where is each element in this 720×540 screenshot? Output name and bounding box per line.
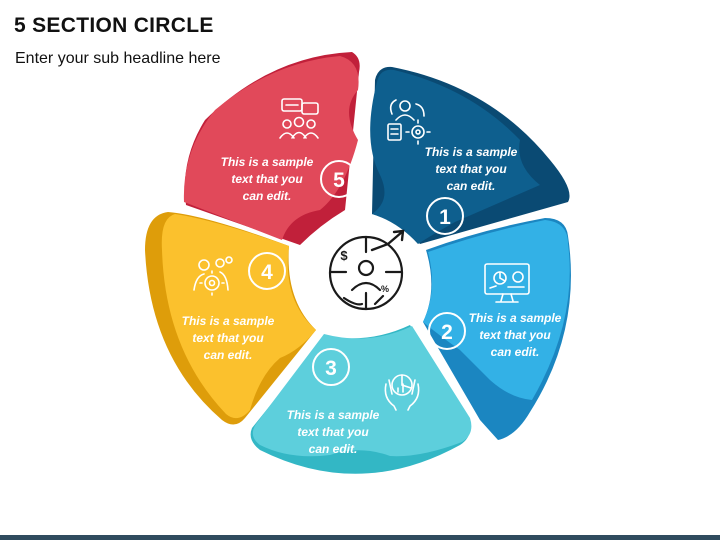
segment-4-shape — [161, 214, 316, 419]
segment-5-text-line-1: This is a sample — [221, 155, 314, 169]
segment-2-text-line-2: text that you — [479, 328, 551, 342]
dollar-growth-person-icon: $ % — [328, 229, 405, 311]
page-title: 5 SECTION CIRCLE — [14, 14, 214, 37]
segment-3-text-line-3: can edit. — [309, 442, 358, 456]
segment-5-number-badge — [320, 160, 358, 198]
page-subtitle: Enter your sub headline here — [15, 50, 221, 67]
segment-3[interactable]: This is a sample text that you can edit.… — [250, 325, 472, 474]
team-gears-icon — [193, 256, 233, 296]
segment-3-shape — [252, 326, 472, 457]
segment-4-number: 4 — [261, 261, 273, 284]
segment-3-number: 3 — [325, 357, 337, 380]
segment-3-number-badge — [312, 348, 350, 386]
segment-1-text-line-3: can edit. — [447, 179, 496, 193]
segment-1-text-line-1: This is a sample — [425, 145, 518, 159]
monitor-analytics-icon — [484, 263, 530, 303]
segment-4[interactable]: This is a sample text that you can edit.… — [145, 212, 316, 425]
segment-5-text-line-2: text that you — [231, 172, 303, 186]
segment-4-text-line-3: can edit. — [204, 348, 253, 362]
segment-5[interactable]: This is a sample text that you can edit.… — [183, 52, 360, 245]
segment-5-shape — [183, 56, 359, 240]
segment-3-text-line-1: This is a sample — [287, 408, 380, 422]
segment-4-text-line-2: text that you — [192, 331, 264, 345]
group-chat-icon — [279, 98, 319, 139]
svg-text:%: % — [381, 284, 389, 294]
segment-2-number-badge — [428, 312, 466, 350]
footer-bar — [0, 535, 720, 540]
segment-4-number-badge — [248, 252, 286, 290]
segment-2-text-line-1: This is a sample — [469, 311, 562, 325]
segment-5-number: 5 — [333, 169, 345, 192]
segment-3-text-line-2: text that you — [297, 425, 369, 439]
svg-text:$: $ — [340, 248, 348, 263]
segment-1-shape — [370, 69, 540, 244]
segment-2-text-line-3: can edit. — [491, 345, 540, 359]
segment-1-number: 1 — [439, 206, 451, 229]
segment-4-text-line-1: This is a sample — [182, 314, 275, 328]
segment-1-number-badge — [426, 197, 464, 235]
segment-2-shape — [423, 220, 570, 400]
segment-1[interactable]: This is a sample text that you can edit.… — [370, 66, 570, 244]
segment-1-text-line-2: text that you — [435, 162, 507, 176]
worker-process-gear-icon — [387, 99, 431, 145]
hands-chart-icon — [384, 374, 420, 411]
segment-2[interactable]: This is a sample text that you can edit.… — [423, 218, 571, 440]
segment-2-number: 2 — [441, 321, 453, 344]
segment-5-text-line-3: can edit. — [243, 189, 292, 203]
